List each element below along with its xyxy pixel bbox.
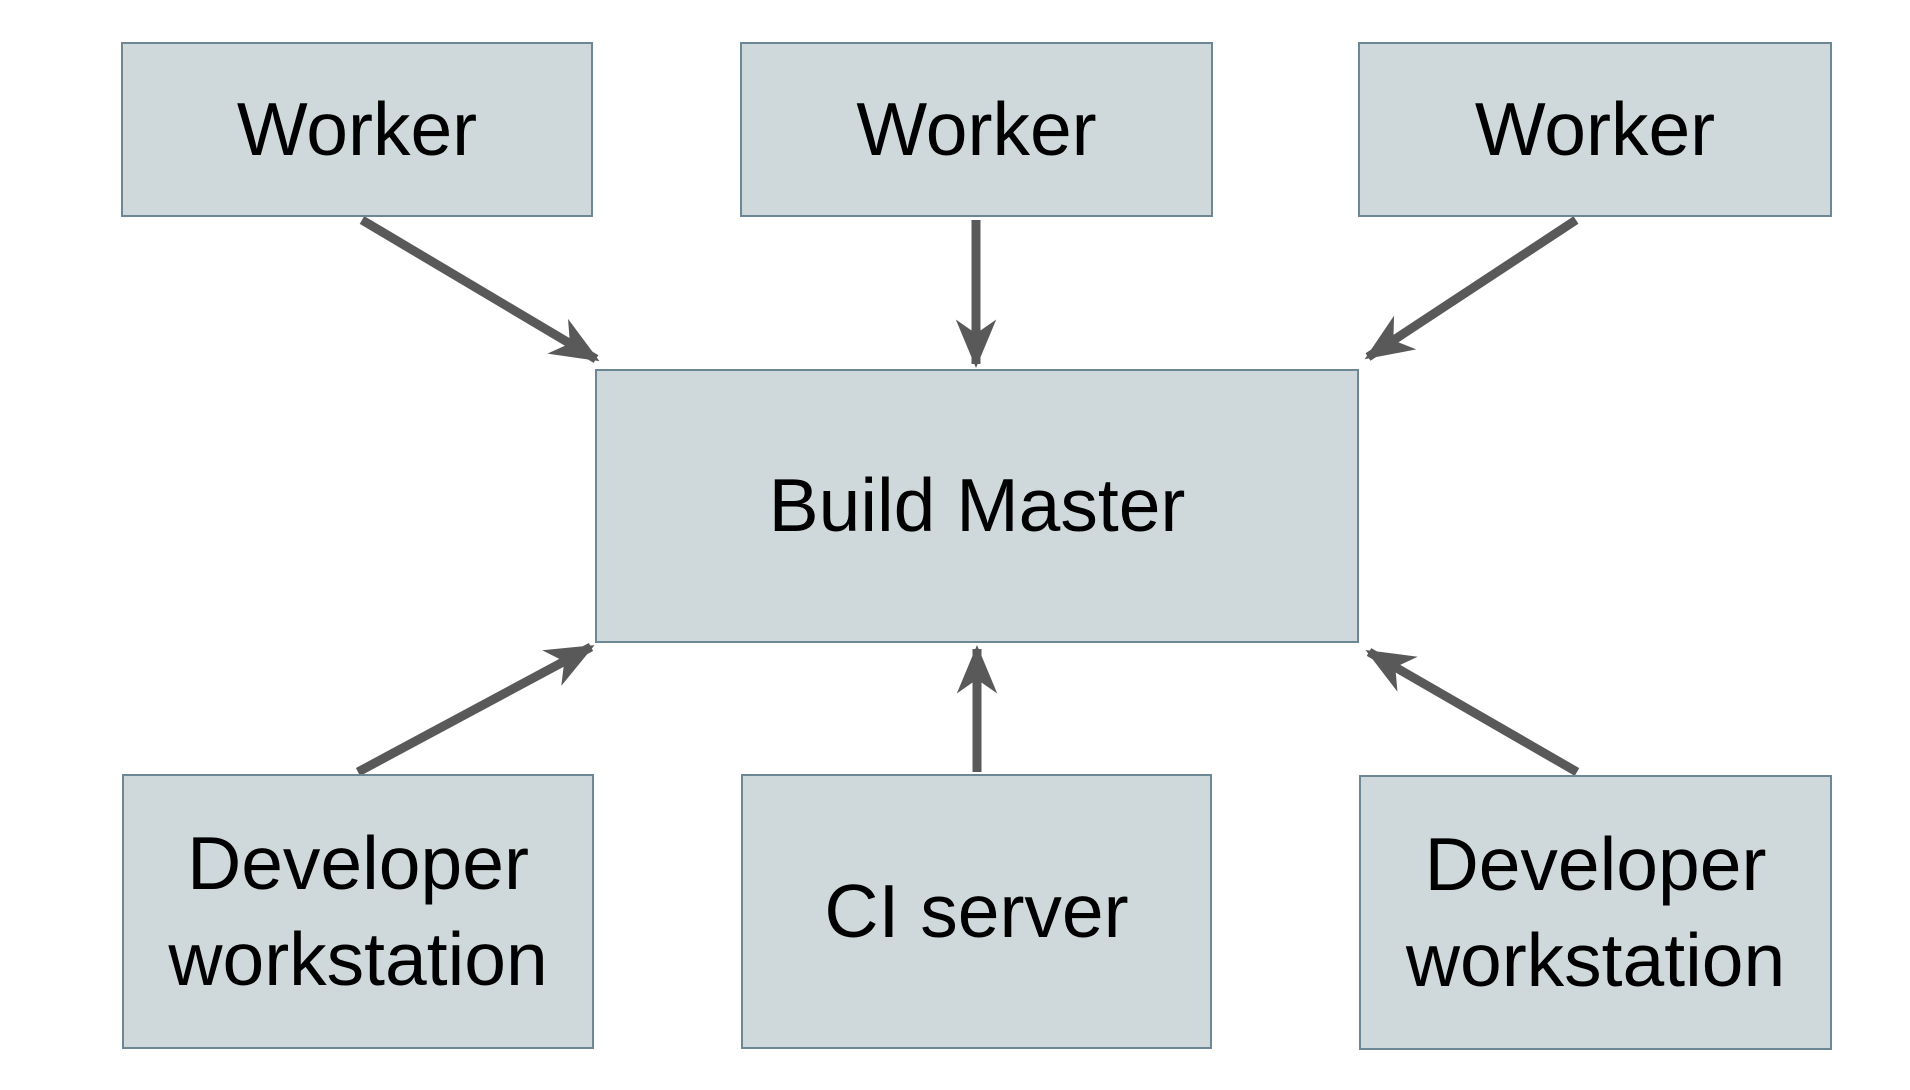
node-worker-3-label: Worker [1474,86,1716,171]
node-developer-workstation-left: Developer workstation [122,774,594,1049]
edge-dev1-to-buildmaster [355,643,595,776]
node-worker-2-label: Worker [856,86,1097,171]
node-build-master-label: Build Master [768,463,1186,548]
node-developer-workstation-left-label: Developer workstation [168,821,548,1001]
edge-worker1-to-buildmaster [359,216,600,363]
node-ci-server: CI server [741,774,1212,1049]
edge-dev2-to-buildmaster [1365,648,1580,776]
node-worker-3: Worker [1358,42,1832,217]
node-developer-workstation-right: Developer workstation [1359,775,1832,1050]
node-worker-1: Worker [121,42,593,217]
edge-worker3-to-buildmaster [1364,216,1579,361]
node-build-master: Build Master [595,369,1359,643]
node-developer-workstation-right-label: Developer workstation [1405,822,1786,1002]
node-worker-2: Worker [740,42,1213,217]
node-worker-1-label: Worker [236,86,478,171]
node-ci-server-label: CI server [824,868,1129,953]
